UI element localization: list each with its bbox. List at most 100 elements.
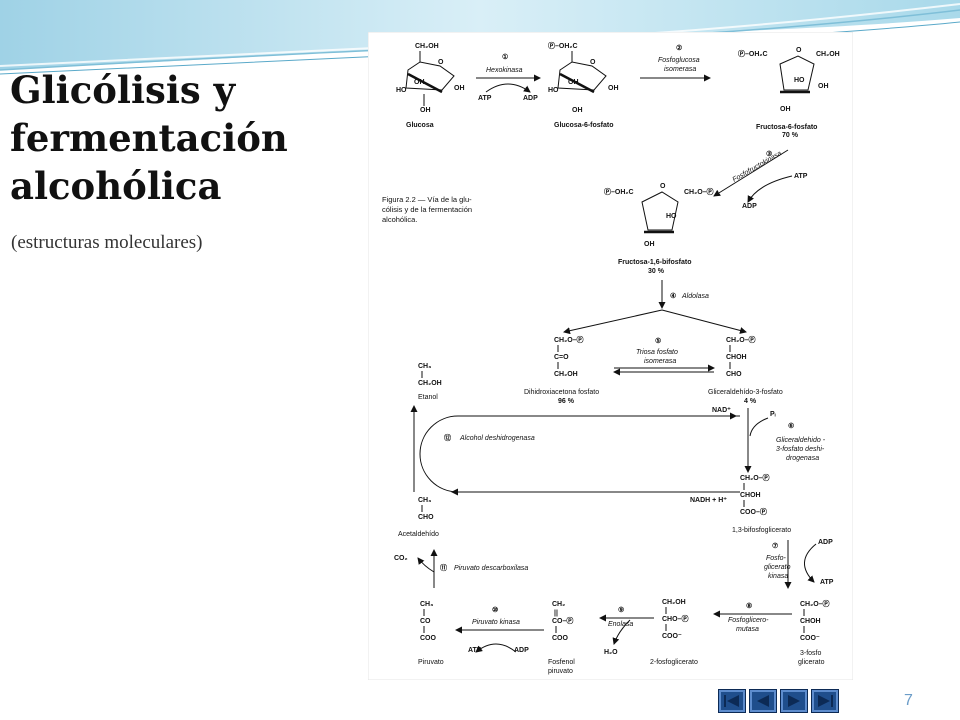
3pg-structure: CH₂O–Ⓟ CHOH COO⁻ 3-fosfo glicerato	[798, 599, 830, 666]
enzyme-aldolasa: Aldolasa	[681, 293, 709, 300]
title-line-2: fermentación	[10, 116, 288, 160]
step-5-number: ⑤	[655, 337, 661, 345]
f16bp-o: O	[660, 183, 666, 190]
pyruvate-ch3: CH₃	[420, 601, 433, 608]
g6p-ph2c: Ⓟ–OH₂C	[548, 41, 578, 50]
enzyme-hexokinasa: Hexokinasa	[486, 67, 523, 74]
f6p-percent: 70 %	[782, 132, 799, 139]
dhap-percent: 96 %	[558, 398, 575, 405]
slide-navigation	[718, 689, 842, 713]
step-10-pyruvate-kinase: ⑩ Piruvato kinasa ATP ADP	[455, 606, 544, 654]
step-9-enolase: ⑨ Enolasa H₂O	[599, 606, 654, 656]
2pg-coo: COO⁻	[662, 633, 682, 640]
glycolysis-pathway-figure: CH₂OH O OH OH HO OH Glucosa ① Hexokinasa…	[368, 32, 853, 680]
dhap-ch2op: CH₂O–Ⓟ	[554, 335, 584, 344]
page-number: 7	[904, 692, 913, 709]
bpg-coop: COO–Ⓟ	[740, 507, 767, 516]
enzyme-isomerasa-5: isomerasa	[644, 358, 676, 365]
last-slide-icon	[818, 695, 833, 707]
first-slide-button[interactable]	[718, 689, 746, 713]
caption-line-1: Figura 2.2 — Vía de la glu-	[382, 195, 472, 204]
f16bp-ch2op: CH₂O–Ⓟ	[684, 187, 714, 196]
enzyme-enolasa: Enolasa	[608, 621, 633, 628]
enzyme-mutasa: mutasa	[736, 626, 759, 633]
pep-dbond: ||	[554, 610, 558, 617]
step-8-number: ⑧	[746, 602, 752, 610]
nadh: NADH + H⁺	[690, 497, 727, 504]
glucose-ho: HO	[396, 87, 407, 94]
next-slide-icon	[788, 695, 800, 707]
ethanol-label: Etanol	[418, 394, 438, 401]
pep-ch2: CH₂	[552, 601, 565, 608]
2pg-chop: CHO–Ⓟ	[662, 614, 688, 623]
2pg-ch2oh: CH₂OH	[662, 599, 686, 606]
last-slide-button[interactable]	[811, 689, 839, 713]
step-1-hexokinase: ① Hexokinasa ATP ADP	[476, 53, 541, 102]
acetaldehyde-ch3: CH₃	[418, 497, 431, 504]
bpg-label: 1,3-bifosfoglicerato	[732, 527, 791, 534]
step-1-adp: ADP	[523, 95, 538, 102]
step-7-adp: ADP	[818, 539, 833, 546]
glucose-o: O	[438, 59, 444, 66]
enzyme-kinasa-7: kinasa	[768, 573, 788, 580]
step-7-atp: ATP	[820, 579, 834, 586]
glucose-6-phosphate-structure: Ⓟ–OH₂C O OH OH HO OH Glucosa-6-fosfato	[548, 41, 619, 129]
slide-title: Glicólisis y fermentación alcohólica	[10, 66, 360, 210]
fructose-6-phosphate-structure: Ⓟ–OH₂C CH₂OH O HO OH OH Fructosa-6-fosfa…	[738, 47, 840, 139]
step-9-number: ⑨	[618, 606, 624, 614]
step-10-number: ⑩	[492, 606, 498, 614]
g3p-label: Gliceraldehído-3-fosfato	[708, 389, 783, 396]
step-3-adp: ADP	[742, 203, 757, 210]
pyruvate-label: Piruvato	[418, 659, 444, 666]
pyruvate-coo: COO	[420, 635, 437, 642]
enzyme-piruvato-kinasa: Piruvato kinasa	[472, 619, 520, 626]
g3p-choh: CHOH	[726, 354, 747, 361]
previous-slide-button[interactable]	[749, 689, 777, 713]
enzyme-alcohol-deshidrogenasa: Alcohol deshidrogenasa	[459, 435, 535, 442]
pyruvate-co: CO	[420, 618, 431, 625]
f16bp-label: Fructosa-1,6-bifosfato	[618, 259, 692, 266]
glucose-structure: CH₂OH O OH OH HO OH Glucosa	[396, 43, 465, 129]
step-2-number: ②	[676, 44, 682, 52]
glucose-oh-3: OH	[420, 107, 431, 114]
enzyme-g3pdh-3: drogenasa	[786, 455, 819, 462]
next-slide-button[interactable]	[780, 689, 808, 713]
f6p-ch2oh: CH₂OH	[816, 51, 840, 58]
pep-label-2: piruvato	[548, 668, 573, 675]
step-7-number: ⑦	[772, 542, 778, 550]
enzyme-triosa: Triosa fosfato	[636, 349, 678, 356]
acetaldehyde-label: Acetaldehído	[398, 531, 439, 538]
enzyme-fosfoglicero: Fosfoglicero-	[728, 617, 769, 624]
3pg-label-2: glicerato	[798, 659, 825, 666]
2pg-structure: CH₂OH CHO–Ⓟ COO⁻ 2-fosfoglicerato	[650, 599, 698, 666]
g3p-structure: CH₂O–Ⓟ CHOH CHO Gliceraldehído-3-fosfato…	[708, 335, 783, 473]
enzyme-g3pdh-2: 3-fosfato deshi-	[776, 446, 825, 453]
step-3-number: ③	[766, 150, 772, 158]
caption-line-2: cólisis y de la fermentación	[382, 205, 472, 214]
f16bp-percent: 30 %	[648, 268, 665, 275]
bpg-structure: CH₂O–Ⓟ CHOH COO–Ⓟ 1,3-bifosfoglicerato	[732, 473, 792, 589]
glucose-ch2oh: CH₂OH	[415, 43, 439, 50]
3pg-coo: COO⁻	[800, 635, 820, 642]
bpg-choh: CHOH	[740, 492, 761, 499]
enzyme-isomerasa-2: isomerasa	[664, 66, 696, 73]
step-2-isomerase: ② Fosfoglucosa isomerasa	[640, 44, 711, 82]
enzyme-fosfo: Fosfo-	[766, 555, 787, 562]
f16bp-ho: HO	[666, 213, 677, 220]
2pg-label: 2-fosfoglicerato	[650, 659, 698, 666]
dhap-structure: CH₂O–Ⓟ C=O CH₂OH Dihidroxiacetona fosfat…	[524, 335, 599, 405]
step-10-atp: ATP	[468, 647, 482, 654]
step-6-number: ⑥	[788, 422, 794, 430]
step-9-h2o: H₂O	[604, 649, 618, 656]
pep-cop: CO–Ⓟ	[552, 616, 573, 625]
enzyme-piruvato-descarboxilasa: Piruvato descarboxilasa	[454, 565, 528, 572]
g6p-ho: HO	[548, 87, 559, 94]
acetaldehyde-cho: CHO	[418, 514, 434, 521]
slide-subtitle: (estructuras moleculares)	[11, 232, 203, 253]
pi-label: Pᵢ	[770, 411, 776, 418]
step-4-aldolase: ④ Aldolasa	[563, 280, 747, 335]
bpg-ch2op: CH₂O–Ⓟ	[740, 473, 770, 482]
step-7-phosphoglycerate-kinase: ⑦ Fosfo- glicerato kinasa ADP ATP	[764, 539, 834, 586]
ethanol-ch2oh: CH₂OH	[418, 380, 442, 387]
f6p-ho: HO	[794, 77, 805, 84]
